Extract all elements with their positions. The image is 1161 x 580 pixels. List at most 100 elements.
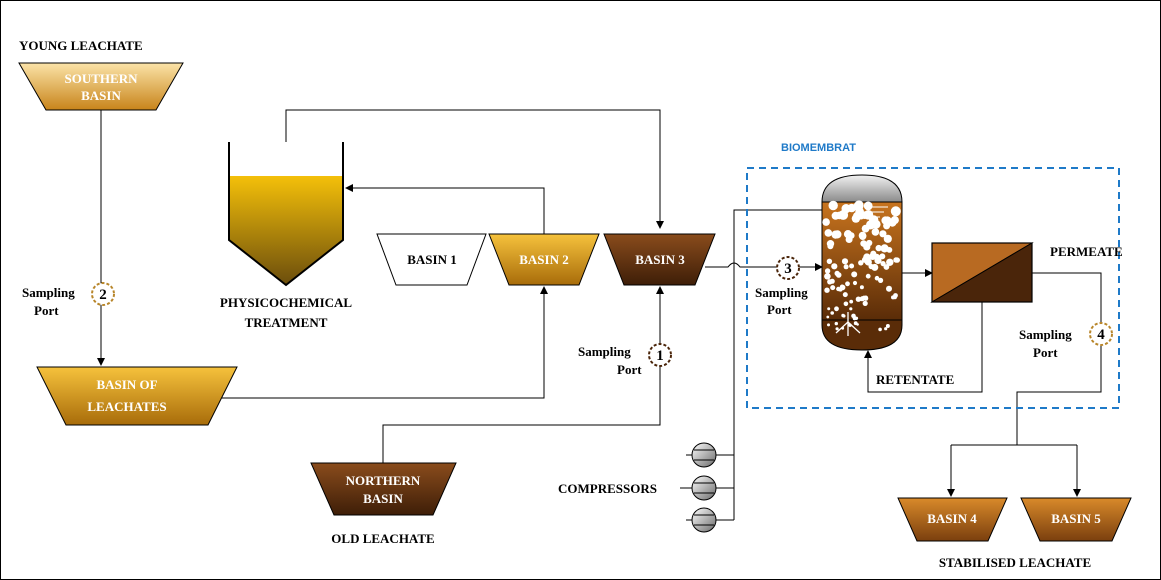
air-bubble [827,279,833,285]
basin-3 [603,233,716,286]
air-bubble [883,234,892,243]
air-bubble [863,253,871,261]
northern-basin-label-2: BASIN [363,491,403,506]
physicochemical-label-2: TREATMENT [245,315,328,330]
basin-of-leachates-label-1: BASIN OF [96,377,157,392]
air-bubble [860,240,867,247]
basin-2-label: BASIN 2 [519,252,569,267]
air-line [716,209,849,521]
sampling-port-1-label-2: Port [617,362,642,377]
sampling-port-3-label-2: Port [767,302,792,317]
sampling-port-2-number: 2 [99,287,107,303]
air-bubble [842,292,848,298]
air-bubble [831,230,840,239]
air-bubble [824,287,830,293]
air-bubble [863,201,873,211]
physicochemical-label-1: PHYSICOCHEMICAL [220,295,353,310]
northern-basin [310,462,457,516]
air-bubble [826,240,835,248]
air-bubble [834,321,838,326]
old-leachate-label: OLD LEACHATE [331,531,434,546]
permeate-label: PERMEATE [1050,244,1123,259]
air-bubble [893,257,899,263]
air-bubble [851,271,858,278]
air-bubble [880,261,886,267]
air-bubble [870,250,877,257]
air-bubble [828,200,838,211]
sampling-port-3: 3 Sampling Port [755,256,808,317]
air-bubble [883,222,891,230]
southern-basin-label-2: BASIN [81,88,121,103]
air-bubble [861,295,867,301]
air-bubble [851,313,856,319]
sampling-port-1-number: 1 [656,348,664,364]
basin-2 [488,233,600,286]
bioreactor [821,174,903,351]
sampling-port-1-label-1: Sampling [578,344,631,359]
sampling-port-4-number: 4 [1097,327,1105,343]
basin-4-label: BASIN 4 [927,511,977,526]
air-bubble [831,211,840,220]
air-bubble [854,200,864,210]
air-bubble [831,263,838,270]
air-bubble [885,324,890,328]
flow-tank-to-basin3 [285,109,664,229]
air-bubble [849,299,854,304]
air-bubble [890,206,901,217]
air-bubble [868,263,874,270]
air-bubble [886,258,894,266]
basin-5 [1020,497,1132,542]
southern-basin-label-1: SOUTHERN [65,71,139,86]
air-bubble [843,301,849,307]
basin-of-leachates-label-2: LEACHATES [87,399,166,414]
air-bubble [878,327,882,332]
compressors-label: COMPRESSORS [558,481,657,496]
biomembrat-label: BIOMEMBRAT [781,142,856,154]
air-bubble [884,327,888,331]
air-bubble [834,270,840,276]
compressor-3 [686,507,717,533]
air-bubble [853,211,862,221]
air-bubble [834,306,839,312]
sampling-port-2: 2 Sampling Port [22,282,115,318]
flow-basin3-to-reactor [705,262,823,271]
air-bubble [888,218,897,227]
air-bubble [838,287,843,292]
air-bubble [879,230,887,238]
air-bubble [853,321,858,326]
air-bubble [878,277,884,283]
air-bubble [826,258,833,264]
flow-leachates-to-basin2 [208,286,548,399]
air-bubble [875,244,882,252]
sampling-port-4-label-2: Port [1033,345,1058,360]
air-bubble [841,258,849,265]
air-bubble [845,281,850,287]
sampling-port-4-label-1: Sampling [1019,327,1072,342]
air-bubble [865,273,871,279]
sampling-port-3-number: 3 [784,261,792,277]
stabilised-leachate-label: STABILISED LEACHATE [939,555,1091,570]
sampling-port-1: 1 Sampling Port [578,343,672,377]
air-bubble [886,285,892,292]
physicochemical-tank [229,176,343,285]
air-bubble [824,273,831,280]
air-bubble [843,264,849,270]
sampling-port-3-label-1: Sampling [755,285,808,300]
air-bubble [846,232,853,240]
air-bubble [849,263,855,269]
air-bubble [824,229,833,237]
basin-1-label: BASIN 1 [407,252,457,267]
young-leachate-label: YOUNG LEACHATE [19,38,143,53]
air-bubble [835,327,839,331]
northern-basin-label-1: NORTHERN [346,473,421,488]
basin-4 [897,497,1008,542]
physicochemical-tank-outline [228,142,344,287]
air-bubble [826,315,830,319]
air-bubble [849,307,853,311]
compressor-2 [680,475,717,501]
air-bubble [827,323,830,327]
sampling-port-2-label-2: Port [34,303,59,318]
biomembrat-boundary [746,167,1120,409]
